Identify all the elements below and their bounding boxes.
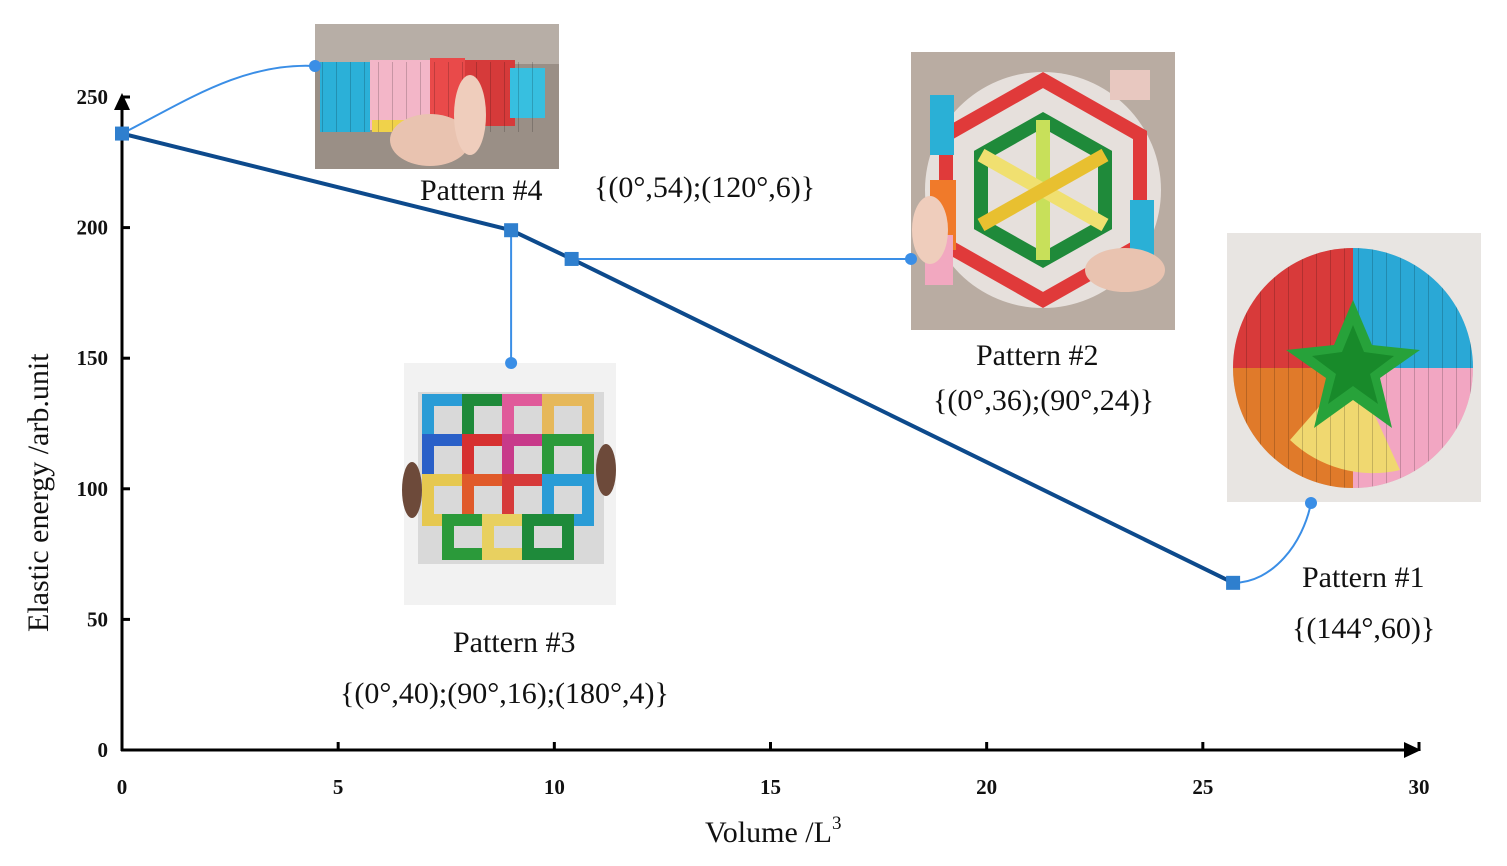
pattern-3-formula: {(0°,40);(90°,16);(180°,4)}: [340, 677, 669, 710]
series-line: [121, 131, 1234, 585]
y-axis-arrow: [114, 93, 130, 110]
connector-line: [1233, 502, 1312, 584]
series: [115, 126, 1241, 590]
x-tick-label: 30: [1409, 775, 1430, 799]
pattern-3-label: Pattern #3 {(0°,40);(90°,16);(180°,4)}: [340, 626, 669, 710]
pattern-3-name: Pattern #3: [453, 626, 575, 659]
connector-line: [121, 64, 316, 135]
y-tick-label: 0: [98, 738, 109, 762]
x-axis-title: Volume /L3: [705, 813, 841, 849]
y-tick-label: 150: [77, 346, 109, 370]
pattern-2-formula: {(0°,36);(90°,24)}: [933, 384, 1154, 417]
data-point-marker: [564, 251, 579, 266]
data-point-marker: [115, 126, 129, 141]
data-point-marker: [504, 223, 519, 238]
x-axis-arrow: [1404, 742, 1421, 758]
connector-dot: [905, 252, 917, 265]
x-tick-label: 0: [117, 775, 128, 799]
x-axis-title-superscript: 3: [832, 813, 842, 834]
connector-dot: [1305, 497, 1317, 509]
pattern-4-name: Pattern #4: [420, 174, 542, 207]
connector-dot: [505, 357, 518, 369]
photo-pattern-2: [911, 52, 1175, 330]
x-tick-label: 5: [333, 775, 344, 799]
pattern-4-formula: {(0°,54);(120°,6)}: [594, 171, 815, 204]
pattern-4-label: Pattern #4 {(0°,54);(120°,6)}: [420, 171, 815, 207]
connector-dot: [309, 60, 321, 72]
annotation-connectors: [121, 60, 1317, 584]
x-tick-label: 25: [1192, 775, 1213, 799]
pattern-2-name: Pattern #2: [976, 339, 1098, 372]
x-axis-title-text: Volume /L: [705, 816, 832, 849]
x-tick-label: 20: [976, 775, 997, 799]
photo-pattern-3: [402, 363, 616, 605]
pattern-1-label: Pattern #1 {(144°,60)}: [1292, 561, 1435, 645]
x-tick-label: 10: [544, 775, 565, 799]
y-tick-label: 200: [77, 216, 109, 240]
data-point-marker: [1226, 575, 1241, 590]
photo-pattern-1: [1227, 233, 1481, 502]
y-axis-title: Elastic energy /arb.unit: [22, 353, 55, 632]
x-tick-label: 15: [760, 775, 781, 799]
photo-pattern-4: [315, 24, 559, 169]
pattern-1-formula: {(144°,60)}: [1292, 612, 1435, 645]
y-tick-label: 50: [87, 607, 108, 631]
pattern-1-name: Pattern #1: [1302, 561, 1424, 594]
pattern-2-label: Pattern #2 {(0°,36);(90°,24)}: [933, 339, 1154, 417]
y-tick-label: 100: [77, 477, 109, 501]
y-tick-label: 250: [77, 85, 109, 109]
axes: 0 5 10 15 20 25 30 0 50 100 150 200 250: [77, 85, 1430, 799]
